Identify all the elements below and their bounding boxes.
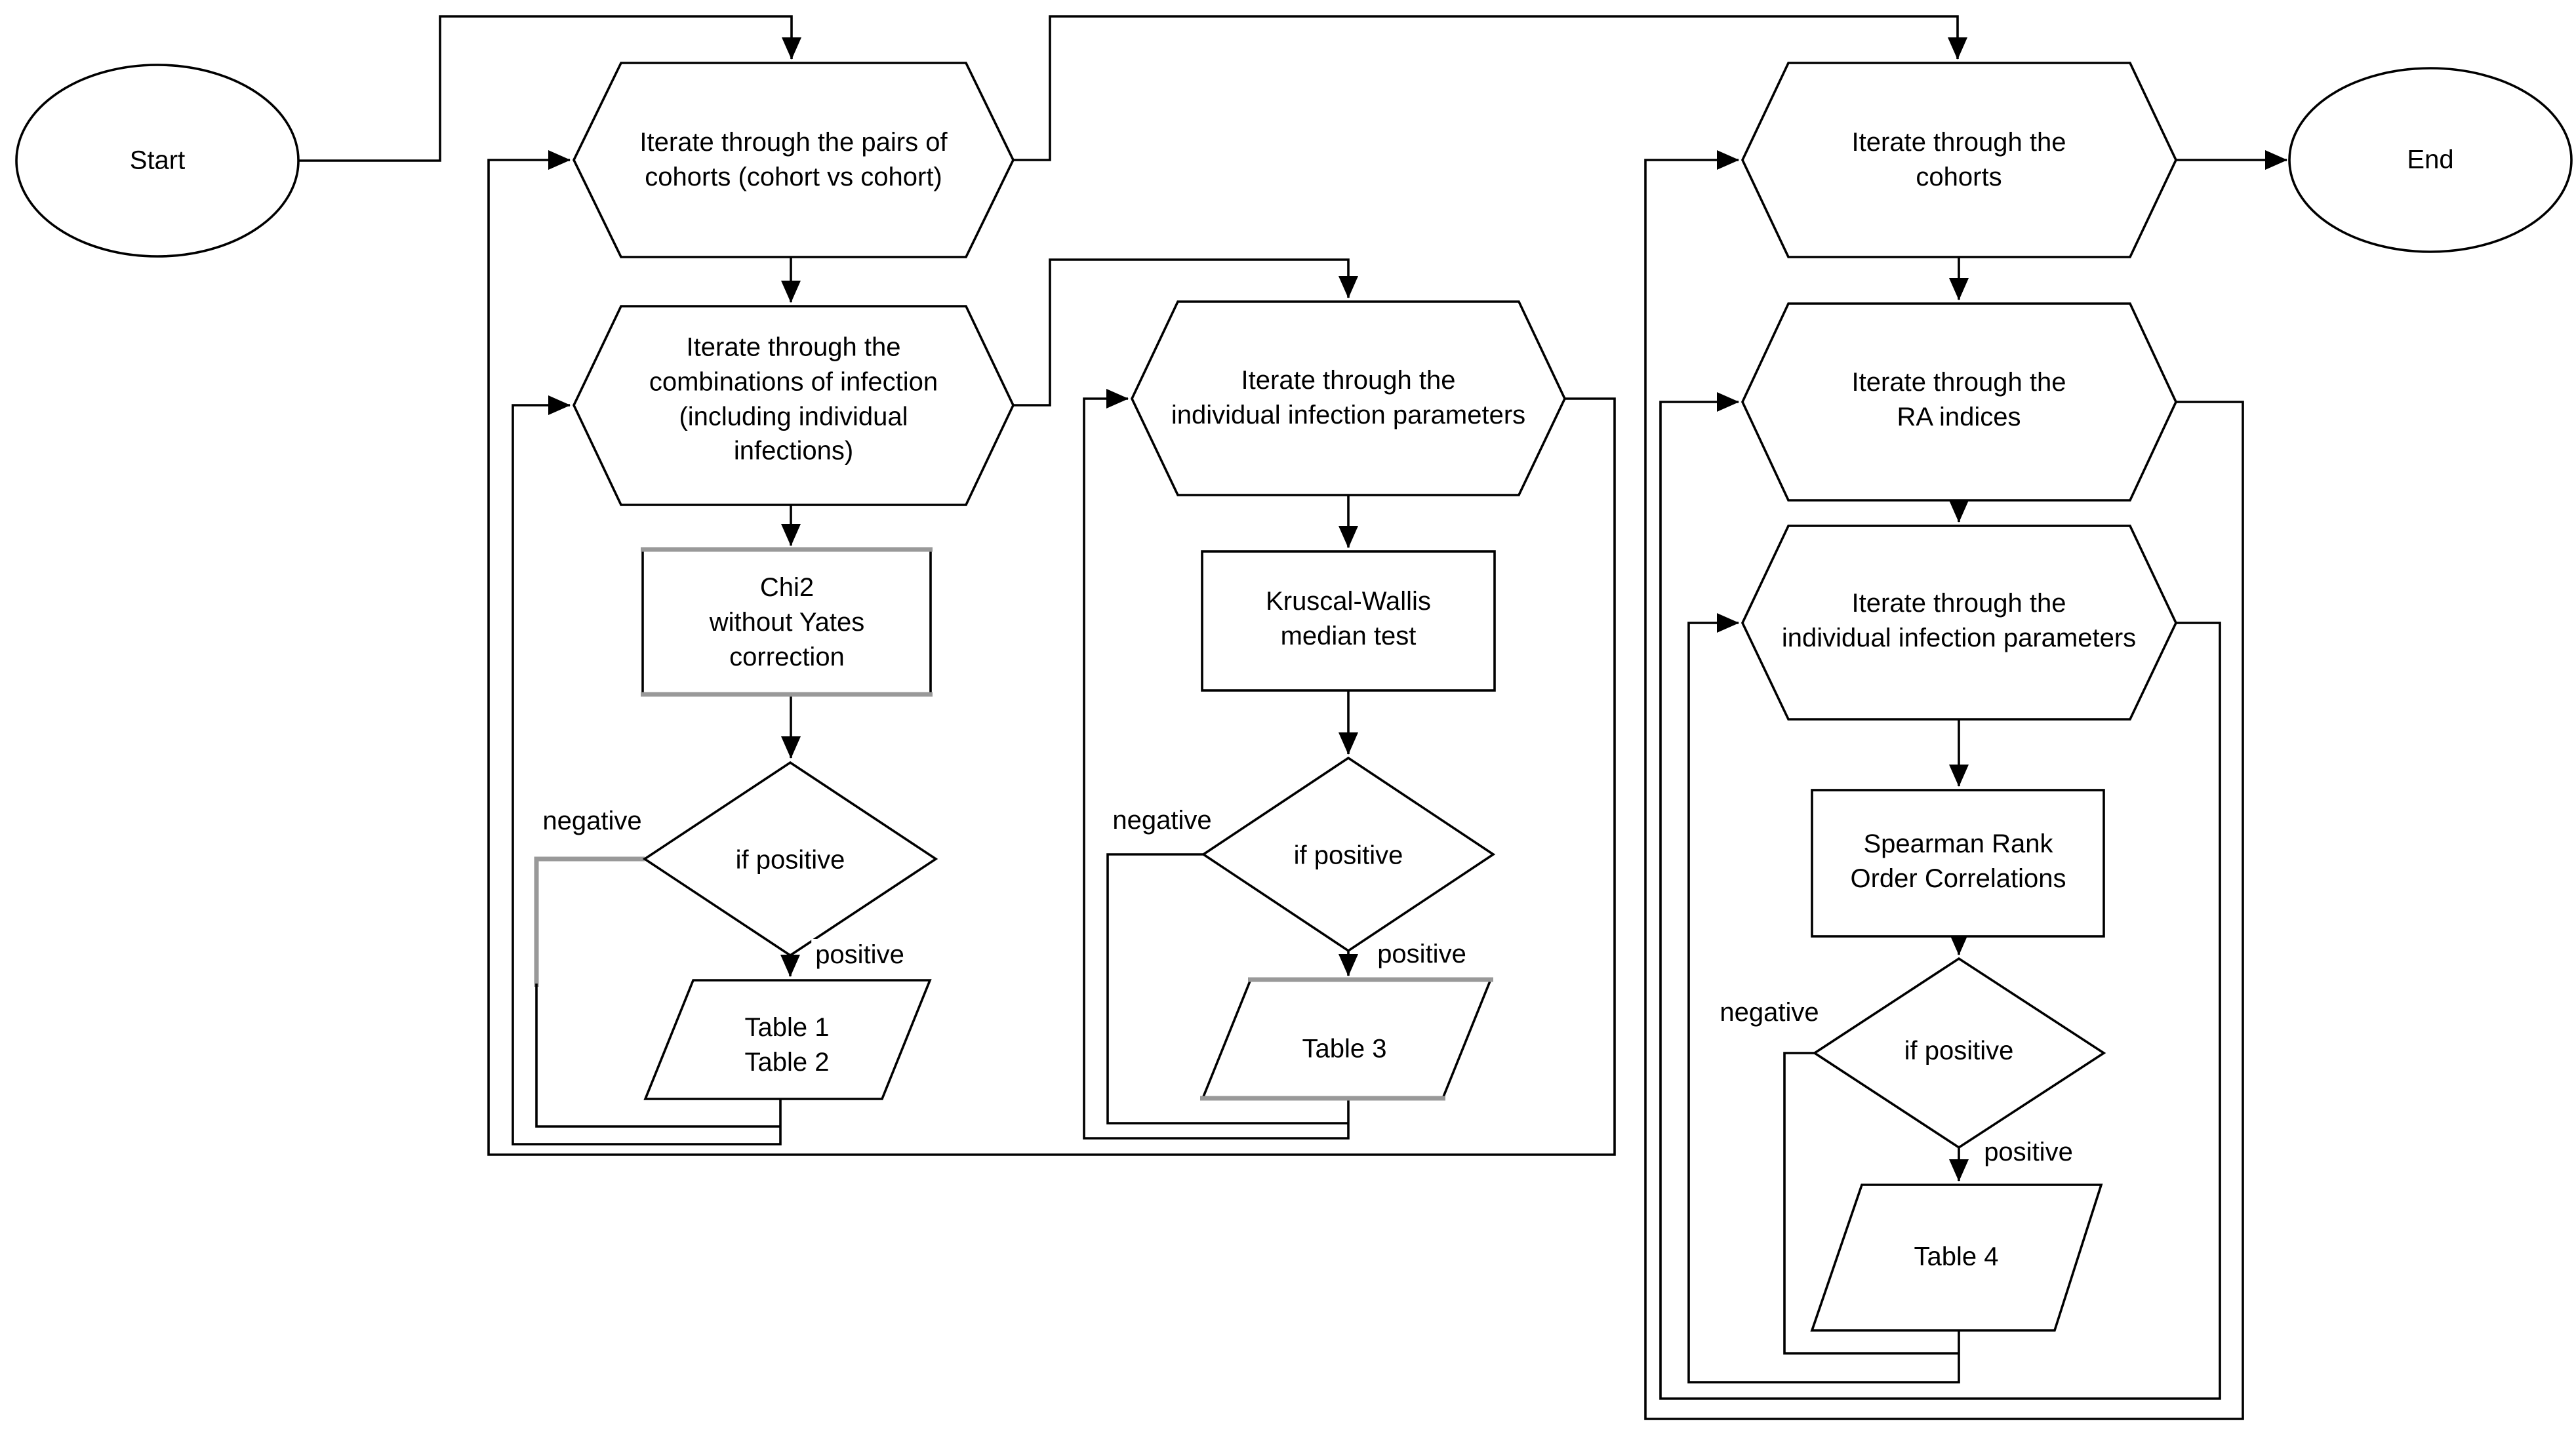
loop-params-right-label: Iterate through the individual infection… — [1781, 589, 2137, 652]
decision-spearman-diamond — [1812, 957, 2106, 1149]
table4-label: Table 4 — [1914, 1242, 1999, 1271]
loop-combinations-label: Iterate through the combinations of infe… — [649, 332, 938, 466]
connector-decision-negative-chi2-highlight — [534, 856, 645, 987]
loop-cohorts-label: Iterate through the cohorts — [1851, 128, 2066, 191]
chi2-process-rect — [641, 548, 932, 696]
loop-ra-indices-hexagon — [1741, 302, 2177, 502]
start-label: Start — [129, 146, 186, 175]
decision-kruscal-diamond — [1201, 756, 1496, 953]
loop-cohorts-hexagon — [1741, 62, 2177, 258]
connector-decision-negative-spearman — [1783, 1052, 1959, 1355]
decision-chi2-diamond — [642, 761, 938, 957]
start-terminator-shape — [15, 64, 300, 258]
kruscal-process-rect — [1201, 550, 1496, 692]
loop-ra-label: Iterate through the RA indices — [1851, 368, 2066, 431]
connector-tables12-back-to-loop-combinations — [512, 395, 782, 1145]
kruscal-label: Kruscal-Wallis median test — [1266, 587, 1431, 650]
connector-loop-ra-back-to-loop-cohorts — [1644, 150, 2244, 1420]
loop-params-mid-label: Iterate through the individual infection… — [1171, 366, 1526, 429]
decision-chi2-label: if positive — [735, 845, 845, 875]
connector-loop-pairs-to-loop-cohorts — [1013, 15, 1967, 161]
chi2-label: Chi2 without Yates correction — [709, 572, 865, 671]
loop-combinations-hexagon — [573, 305, 1015, 506]
spearman-label: Spearman Rank Order Correlations — [1850, 829, 2066, 893]
connector-start-to-loop-pairs — [296, 15, 801, 162]
loop-params-right-hexagon — [1741, 525, 2177, 721]
spearman-process-rect — [1811, 789, 2105, 938]
chi2-negative-edge-label: negative — [538, 805, 646, 837]
chi2-positive-edge-label: positive — [811, 939, 908, 970]
tables12-output-parallelogram — [643, 979, 932, 1100]
decision-kruscal-label: if positive — [1293, 841, 1403, 870]
end-label: End — [2407, 145, 2454, 174]
loop-params-mid-hexagon — [1131, 300, 1566, 496]
loop-pairs-label: Iterate through the pairs of cohorts (co… — [639, 128, 948, 191]
spearman-negative-edge-label: negative — [1716, 997, 1823, 1028]
end-terminator-shape — [2288, 67, 2573, 253]
table4-output-parallelogram — [1810, 1184, 2103, 1332]
spearman-positive-edge-label: positive — [1980, 1136, 2077, 1168]
decision-spearman-label: if positive — [1904, 1036, 2014, 1066]
connector-table3-back-to-loop-params-mid — [1083, 389, 1350, 1140]
connector-decision-negative-chi2 — [535, 984, 780, 1128]
connector-loop-params-mid-back-to-loop-pairs — [487, 150, 1616, 1156]
connector-loop-combinations-to-loop-params-mid — [1013, 258, 1358, 407]
loop-pairs-cohorts-hexagon — [572, 62, 1015, 258]
kruscal-positive-edge-label: positive — [1373, 938, 1470, 970]
connector-loop-params-right-back-to-loop-ra — [1659, 392, 2221, 1400]
tables12-label: Table 1 Table 2 — [744, 1013, 830, 1077]
connector-table4-back-to-loop-params-right — [1687, 613, 1960, 1384]
kruscal-negative-edge-label: negative — [1108, 805, 1216, 836]
connector-decision-negative-kruscal — [1106, 853, 1348, 1125]
table3-label: Table 3 — [1302, 1034, 1387, 1064]
